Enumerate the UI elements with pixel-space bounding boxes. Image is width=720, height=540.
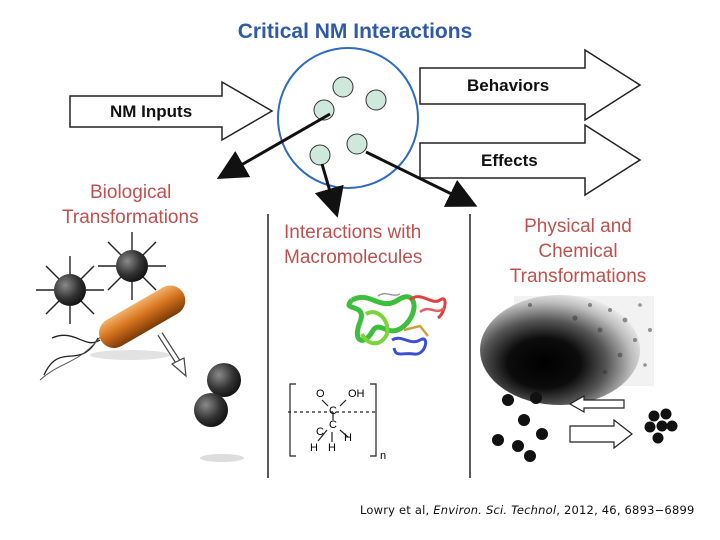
biological-title: Biological Transformations bbox=[62, 180, 199, 230]
struct-o: O bbox=[316, 388, 325, 400]
behaviors-label: Behaviors bbox=[467, 76, 550, 95]
nm-interaction-circle bbox=[277, 47, 419, 189]
struct-n: n bbox=[380, 450, 387, 462]
nm-inputs-label: NM Inputs bbox=[110, 102, 193, 121]
macromolecules-title: Interactions with Macromolecules bbox=[284, 220, 422, 270]
citation-journal: Environ. Sci. Technol bbox=[433, 503, 557, 517]
polymer-structure bbox=[288, 383, 378, 457]
protein-structure bbox=[346, 292, 447, 356]
citation: Lowry et al, Environ. Sci. Technol, 2012… bbox=[360, 503, 695, 517]
diagram-title: Critical NM Interactions bbox=[237, 20, 473, 43]
struct-c2: C bbox=[329, 419, 337, 431]
macromolecules-title-line2: Macromolecules bbox=[284, 247, 423, 268]
dispersion-micrograph bbox=[480, 295, 654, 405]
struct-h2: H bbox=[310, 442, 318, 454]
bacterium-rod bbox=[39, 285, 186, 381]
macromolecules-title-line1: Interactions with bbox=[284, 222, 422, 243]
aggregated-particles bbox=[644, 408, 678, 444]
arrow-to-macromolecules bbox=[314, 163, 344, 218]
nm-inputs-arrow bbox=[69, 80, 274, 142]
physchem-title-line2: Chemical bbox=[538, 241, 618, 262]
effects-arrow bbox=[419, 123, 642, 197]
struct-c1: C bbox=[329, 405, 337, 417]
aggregate-arrow-right bbox=[569, 418, 633, 450]
citation-authors: Lowry et al, bbox=[360, 503, 434, 517]
physchem-title: Physical and Chemical Transformations bbox=[488, 214, 668, 289]
arrow-to-physchem bbox=[365, 150, 478, 207]
arrow-to-biological bbox=[216, 112, 331, 179]
effects-label: Effects bbox=[481, 151, 538, 170]
behaviors-arrow bbox=[419, 48, 642, 122]
biological-title-line1: Biological bbox=[90, 182, 172, 203]
citation-details: , 2012, 46, 6893−6899 bbox=[556, 503, 695, 517]
physchem-title-line3: Transformations bbox=[509, 266, 647, 287]
spiky-nanoparticle-2 bbox=[98, 232, 166, 300]
transformation-arrow bbox=[157, 332, 187, 378]
biological-title-line2: Transformations bbox=[62, 207, 199, 228]
aggregated-nanoparticles bbox=[194, 363, 244, 462]
spiky-nanoparticle-1 bbox=[36, 256, 104, 324]
struct-c3: C bbox=[316, 426, 324, 438]
dispersed-particles bbox=[492, 392, 548, 462]
struct-h3: H bbox=[328, 442, 336, 454]
struct-h1: H bbox=[344, 432, 352, 444]
physchem-title-line1: Physical and bbox=[524, 216, 632, 237]
aggregate-arrow-left bbox=[568, 394, 625, 414]
struct-oh: OH bbox=[348, 388, 365, 400]
